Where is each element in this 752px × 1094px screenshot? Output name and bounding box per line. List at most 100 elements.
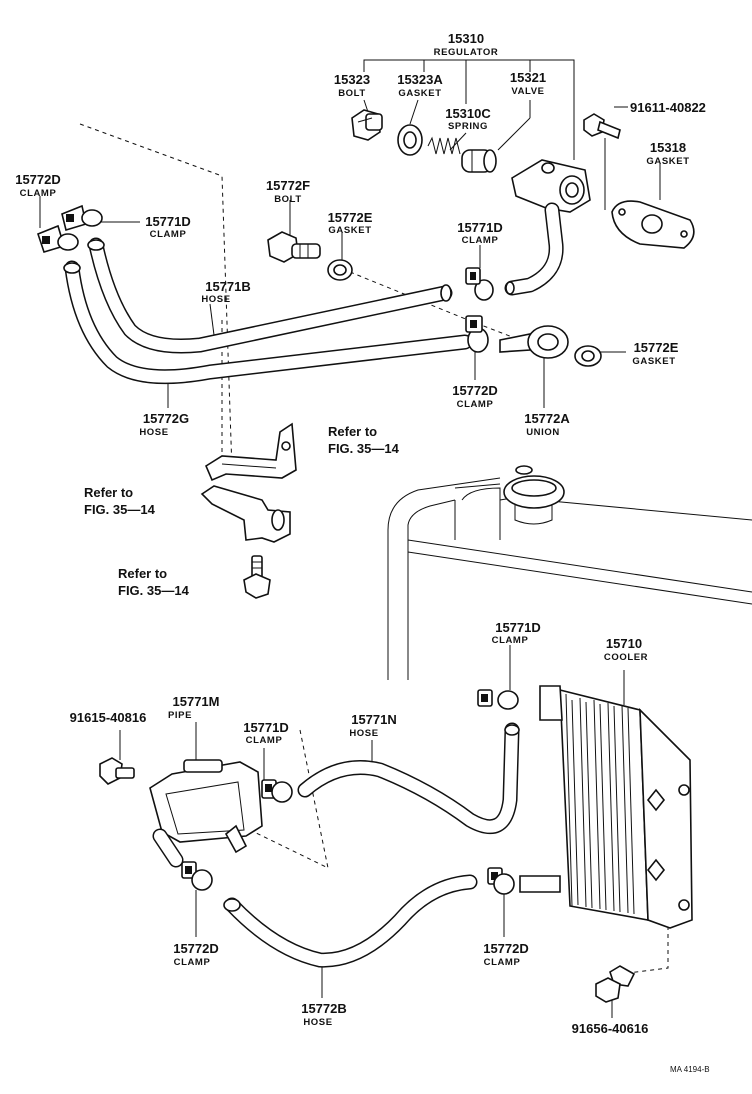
footer-code: MA 4194-B (670, 1065, 710, 1074)
svg-text:91656-40616: 91656-40616 (572, 1021, 649, 1036)
hose-15772g (64, 260, 473, 385)
spring-15310c-icon (427, 136, 461, 155)
svg-text:VALVE: VALVE (511, 86, 544, 97)
label-clamp-15771d-mid: 15771D CLAMP (457, 220, 503, 246)
clamp-15771d-cooler-icon (477, 689, 519, 710)
svg-text:15772D: 15772D (15, 172, 61, 187)
label-clamp-15772d-bl: 15772D CLAMP (173, 941, 219, 968)
clamp-15772d-top-icon (37, 224, 79, 253)
svg-text:PIPE: PIPE (168, 710, 192, 721)
svg-text:Refer to: Refer to (328, 424, 377, 439)
svg-text:BOLT: BOLT (338, 88, 366, 99)
svg-text:91615-40816: 91615-40816 (70, 710, 147, 725)
radiator-outline (387, 465, 752, 680)
label-gasket-15772e-right: 15772E GASKET (632, 340, 678, 367)
label-hose-15771b: 15771B HOSE (201, 279, 250, 305)
svg-text:BOLT: BOLT (274, 194, 302, 205)
svg-text:CLAMP: CLAMP (174, 957, 211, 968)
svg-text:GASKET: GASKET (398, 88, 441, 99)
label-refer-3: Refer to FIG. 35—14 (118, 566, 190, 598)
svg-text:91611-40822: 91611-40822 (630, 100, 706, 115)
svg-text:HOSE: HOSE (139, 427, 168, 438)
svg-text:15771M: 15771M (173, 694, 220, 709)
label-bolt-91656: 91656-40616 (572, 1021, 649, 1036)
svg-text:HOSE: HOSE (349, 728, 378, 739)
svg-text:CLAMP: CLAMP (492, 635, 529, 646)
svg-text:15771D: 15771D (457, 220, 503, 235)
svg-text:15772D: 15772D (483, 941, 529, 956)
clamp-15771d-pipe-icon (261, 779, 293, 803)
label-valve-15321: 15321 VALVE (510, 70, 546, 97)
label-regulator: 15310 REGULATOR (434, 31, 499, 58)
label-clamp-15772d-br: 15772D CLAMP (483, 941, 529, 968)
svg-text:GASKET: GASKET (632, 356, 675, 367)
bolt-91611-icon (583, 113, 621, 140)
label-bolt-91615: 91615-40816 (70, 710, 147, 725)
svg-text:15771D: 15771D (495, 620, 541, 635)
label-spring-15310c: 15310C SPRING (445, 106, 491, 132)
svg-text:SPRING: SPRING (448, 121, 488, 132)
svg-text:CLAMP: CLAMP (457, 399, 494, 410)
svg-text:15772A: 15772A (524, 411, 570, 426)
label-pipe-15771m: 15771M PIPE (168, 694, 220, 721)
union-15772a-icon (499, 325, 569, 359)
gasket-15772e-mid-icon (327, 259, 353, 281)
svg-text:15772E: 15772E (328, 210, 373, 225)
bracket-upper-icon (204, 422, 297, 482)
label-hose-15772b: 15772B HOSE (301, 1001, 347, 1028)
svg-text:15771D: 15771D (243, 720, 289, 735)
label-refer-2: Refer to FIG. 35—14 (84, 485, 156, 517)
svg-text:15772D: 15772D (173, 941, 219, 956)
svg-text:CLAMP: CLAMP (150, 229, 187, 240)
svg-text:15321: 15321 (510, 70, 546, 85)
bolt-lower-bracket-icon (243, 555, 271, 599)
clamp-15772d-br-icon (487, 867, 515, 895)
hose-15771b (88, 237, 453, 354)
svg-text:15772F: 15772F (266, 178, 310, 193)
svg-text:15771N: 15771N (351, 712, 397, 727)
clamp-15772d-bl-icon (181, 861, 213, 891)
label-clamp-15772d-mid: 15772D CLAMP (452, 383, 498, 410)
label-clamp-15771d-cooler: 15771D CLAMP (492, 620, 541, 646)
gasket-15772e-right-icon (574, 345, 602, 367)
svg-text:15318: 15318 (650, 140, 686, 155)
clamp-15771d-mid-icon (465, 267, 494, 301)
label-bolt-15323: 15323 BOLT (334, 72, 370, 99)
bracket-lower-icon (200, 485, 291, 543)
svg-text:Refer to: Refer to (84, 485, 133, 500)
clamp-15772d-mid-icon (465, 315, 489, 353)
svg-text:15772E: 15772E (634, 340, 679, 355)
svg-text:CLAMP: CLAMP (462, 235, 499, 246)
gasket-15323a-icon (397, 124, 423, 156)
gasket-15318-icon (611, 200, 695, 249)
label-clamp-15771d-left: 15771D CLAMP (145, 214, 191, 240)
label-union-15772a: 15772A UNION (524, 411, 570, 438)
svg-text:COOLER: COOLER (604, 652, 648, 663)
svg-text:GASKET: GASKET (646, 156, 689, 167)
svg-text:HOSE: HOSE (303, 1017, 332, 1028)
svg-text:FIG. 35—14: FIG. 35—14 (328, 441, 400, 456)
cooler-15710-icon (519, 685, 693, 929)
bolt-15323-icon (351, 109, 383, 141)
label-hose-15771n: 15771N HOSE (349, 712, 396, 739)
svg-text:15710: 15710 (606, 636, 642, 651)
label-gasket-15323a: 15323A GASKET (397, 72, 443, 99)
label-bolt-15772f: 15772F BOLT (266, 178, 310, 205)
svg-text:15323: 15323 (334, 72, 370, 87)
label-cooler-15710: 15710 COOLER (604, 636, 648, 663)
label-bolt-91611: 91611-40822 (630, 100, 706, 115)
svg-text:15310: 15310 (448, 31, 484, 46)
label-gasket-15318: 15318 GASKET (646, 140, 689, 167)
svg-text:15772B: 15772B (301, 1001, 347, 1016)
svg-text:REGULATOR: REGULATOR (434, 47, 499, 58)
hose-15771n (297, 722, 520, 835)
svg-text:FIG. 35—14: FIG. 35—14 (118, 583, 190, 598)
svg-text:15323A: 15323A (397, 72, 443, 87)
hose-15772b (224, 874, 478, 968)
bolt-91615-icon (99, 757, 135, 785)
svg-text:15771D: 15771D (145, 214, 191, 229)
svg-text:15771B: 15771B (205, 279, 251, 294)
label-clamp-15771d-pipe: 15771D CLAMP (243, 720, 289, 746)
pipe-15771m-icon (149, 759, 263, 868)
